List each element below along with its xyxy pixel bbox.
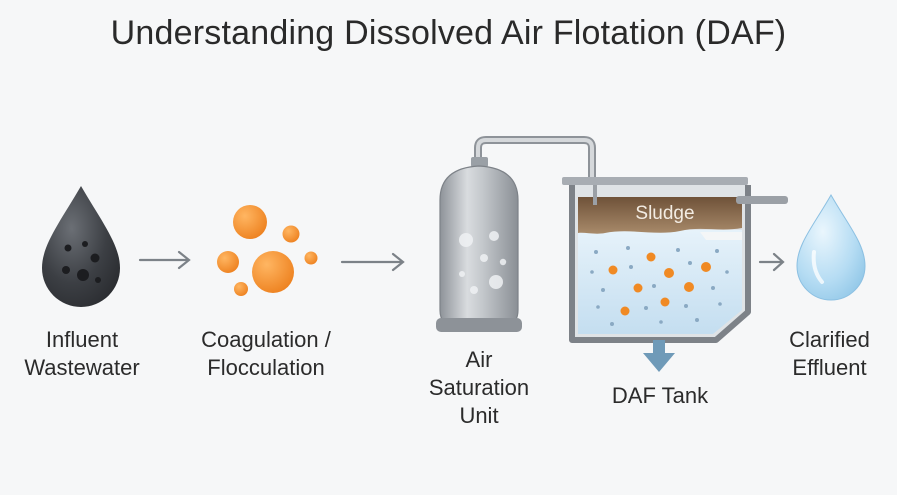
step-label-coagulation: Coagulation / Flocculation	[201, 327, 331, 380]
flow-arrow-1	[138, 250, 191, 270]
floc-particles-icon	[217, 205, 318, 296]
flow-arrow-2	[340, 252, 405, 272]
dark-water-drop-icon	[42, 186, 120, 307]
page-title: Understanding Dissolved Air Flotation (D…	[110, 14, 787, 52]
sludge-label: Sludge	[635, 203, 695, 224]
step-label-effluent: Clarified Effluent	[789, 327, 870, 380]
flotation-tank-icon	[562, 177, 788, 343]
clear-water-drop-icon	[796, 193, 866, 301]
pressure-tank-icon	[436, 157, 522, 332]
step-label-daf-tank: DAF Tank	[611, 383, 709, 408]
step-label-air-saturation: Air Saturation Unit	[428, 347, 530, 428]
drain-arrow-icon	[643, 340, 675, 372]
flow-arrow-3	[758, 252, 785, 272]
air-pipe	[474, 136, 596, 192]
step-label-influent: Influent Wastewater	[24, 327, 140, 380]
